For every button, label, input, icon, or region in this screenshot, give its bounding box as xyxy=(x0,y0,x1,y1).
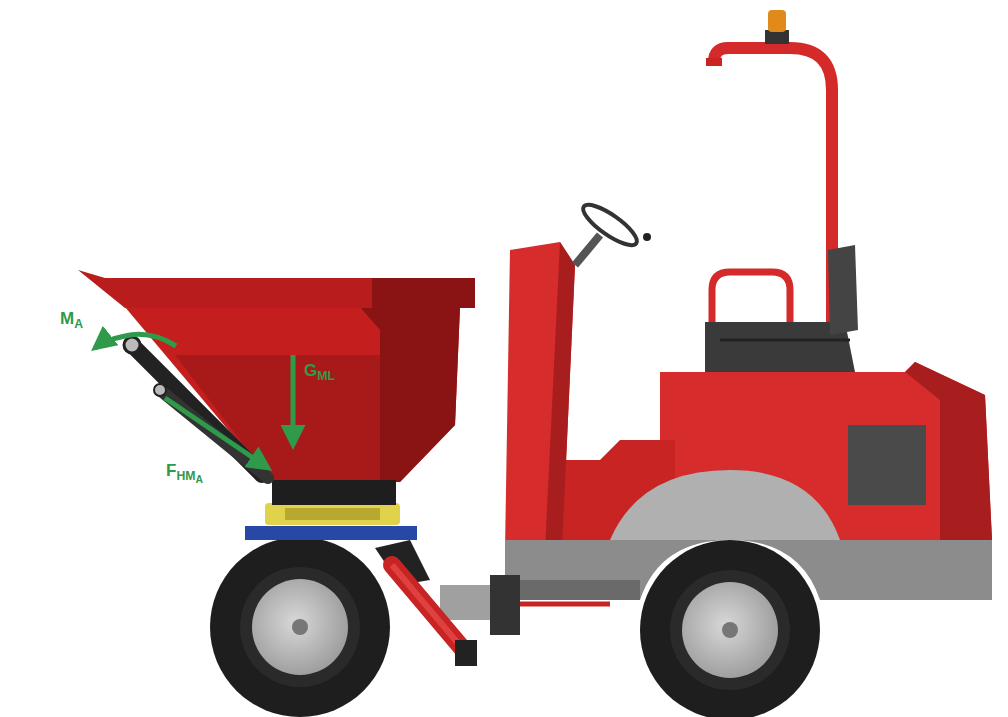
subscript-text: A xyxy=(195,474,203,485)
subscript-text: ML xyxy=(317,369,335,383)
force-label: GML xyxy=(304,362,335,379)
symbol-letter: F xyxy=(166,461,176,480)
subscript: HMA xyxy=(176,469,203,483)
force-label: FHMA xyxy=(166,462,203,479)
force-label: MA xyxy=(60,310,83,327)
subscript: A xyxy=(195,474,203,485)
subscript-text: A xyxy=(74,317,83,331)
symbol-letter: G xyxy=(304,361,317,380)
subscript: A xyxy=(74,317,83,331)
subscript: ML xyxy=(317,369,335,383)
symbol-letter: M xyxy=(60,309,74,328)
subscript-text: HM xyxy=(176,469,195,483)
